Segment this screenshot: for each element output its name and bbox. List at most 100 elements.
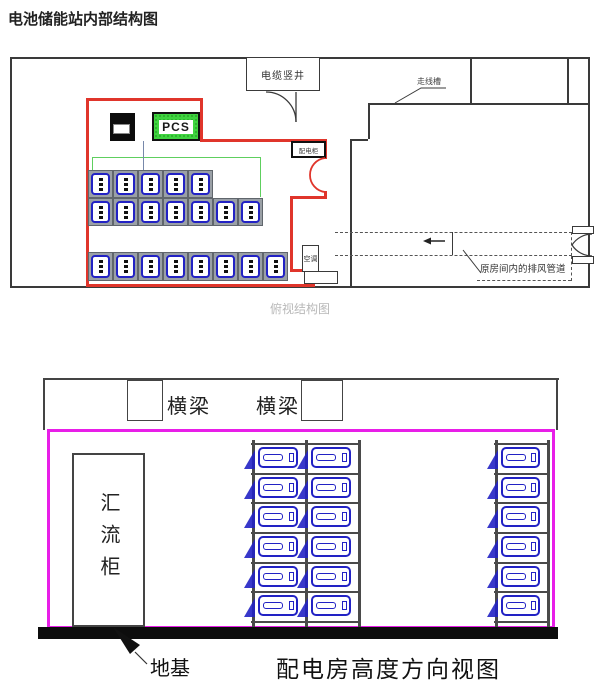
battery-rack: [138, 252, 163, 281]
battery-module-detail: [506, 602, 526, 610]
elevation-view-caption: 配电房高度方向视图: [276, 656, 501, 682]
battery-rack-face: [241, 201, 260, 223]
battery-module-connector: [531, 571, 536, 581]
foundation-leader: [134, 651, 148, 665]
battery-module-bracket: [297, 479, 308, 499]
foundation-label: 地基: [150, 658, 190, 680]
rack-shelf: [251, 621, 360, 623]
battery-module-dot: [198, 215, 203, 219]
battery-rack: [113, 198, 138, 226]
rack-shelf: [494, 443, 549, 445]
battery-module-bracket: [487, 568, 498, 588]
plan-wall: [567, 57, 569, 103]
battery-rack: [238, 198, 263, 226]
battery-module-dot: [198, 205, 203, 209]
control-cabinet: [110, 113, 135, 141]
battery-module-bracket: [297, 539, 308, 558]
exhaust-duct-line: [571, 232, 572, 256]
pcs-label: PCS: [159, 119, 193, 134]
exhaust-duct-divider: [452, 232, 454, 255]
battery-module-detail: [316, 454, 337, 461]
battery-module-dot: [173, 260, 178, 263]
battery-module-dot: [123, 205, 128, 209]
battery-module-bracket: [244, 598, 255, 618]
battery-rack-face: [266, 255, 285, 278]
exhaust-duct-line: [571, 256, 572, 281]
battery-rack-face: [166, 255, 185, 278]
battery-module-detail: [316, 483, 337, 491]
battery-module-dot: [98, 265, 103, 268]
small-equipment-box: [304, 271, 338, 284]
battery-module: [258, 565, 298, 587]
battery-rack: [113, 252, 138, 281]
battery-module-connector: [289, 542, 294, 551]
battery-module-dot: [98, 205, 103, 209]
battery-module-dot: [248, 270, 253, 273]
battery-module-connector: [342, 571, 347, 581]
battery-module-connector: [342, 542, 347, 551]
battery-rack: [163, 252, 188, 281]
battery-module-detail: [263, 572, 284, 580]
battery-rack-face: [241, 255, 260, 278]
battery-module-dot: [123, 177, 128, 181]
battery-rack-face: [91, 255, 110, 278]
battery-module: [501, 595, 540, 617]
battery-module: [258, 595, 298, 617]
rack-shelf: [494, 591, 549, 594]
distribution-cabinet-label: 配电柜: [298, 147, 319, 155]
battery-module-detail: [316, 602, 337, 610]
battery-module-connector: [342, 453, 347, 462]
battery-module: [501, 536, 540, 557]
battery-module-dot: [123, 210, 128, 214]
battery-module-dot: [173, 182, 178, 186]
beam-right: [301, 380, 343, 421]
battery-module-dot: [148, 177, 153, 181]
air-conditioner-label: 空调: [303, 255, 318, 263]
battery-module: [258, 506, 298, 528]
rack-shelf: [494, 532, 549, 534]
battery-module-bracket: [297, 450, 308, 469]
battery-rack: [188, 252, 213, 281]
battery-module-dot: [248, 260, 253, 263]
battery-module-bracket: [297, 568, 308, 588]
battery-rack: [263, 252, 288, 281]
battery-module-dot: [98, 260, 103, 263]
battery-module-dot: [248, 215, 253, 219]
battery-rack-face: [216, 201, 235, 223]
battery-module-dot: [98, 210, 103, 214]
battery-rack: [163, 198, 188, 226]
ceiling-line: [43, 378, 559, 380]
battery-rack: [138, 198, 163, 226]
battery-module-dot: [98, 215, 103, 219]
battery-module-detail: [263, 454, 284, 461]
battery-rack: [213, 252, 238, 281]
battery-module-dot: [98, 187, 103, 191]
battery-module-connector: [531, 512, 536, 522]
rack-shelf: [494, 561, 549, 564]
battery-module-connector: [289, 482, 294, 492]
battery-module: [501, 447, 540, 468]
exhaust-duct-line: [477, 280, 571, 281]
battery-module-bracket: [244, 539, 255, 558]
battery-module-bracket: [244, 450, 255, 469]
battery-module-dot: [98, 182, 103, 186]
ceiling-side: [556, 378, 558, 430]
battery-room-outline: [86, 284, 315, 287]
battery-module-dot: [198, 182, 203, 186]
battery-rack-face: [91, 173, 110, 195]
pcs-unit: PCS: [152, 112, 200, 141]
battery-module-dot: [198, 210, 203, 214]
cabinet-panel: [113, 124, 130, 134]
foundation-bar: [38, 627, 558, 639]
rack-shelf: [494, 472, 549, 475]
battery-module-connector: [531, 542, 536, 551]
battery-module-detail: [316, 543, 337, 550]
plan-view-caption: 俯视结构图: [269, 302, 330, 316]
battery-module-dot: [223, 205, 228, 209]
battery-module: [311, 476, 351, 498]
exhaust-duct-line: [335, 255, 572, 256]
rack-shelf: [251, 561, 360, 564]
rack-shelf: [251, 472, 360, 475]
battery-module-dot: [98, 270, 103, 273]
battery-module-dot: [123, 215, 128, 219]
